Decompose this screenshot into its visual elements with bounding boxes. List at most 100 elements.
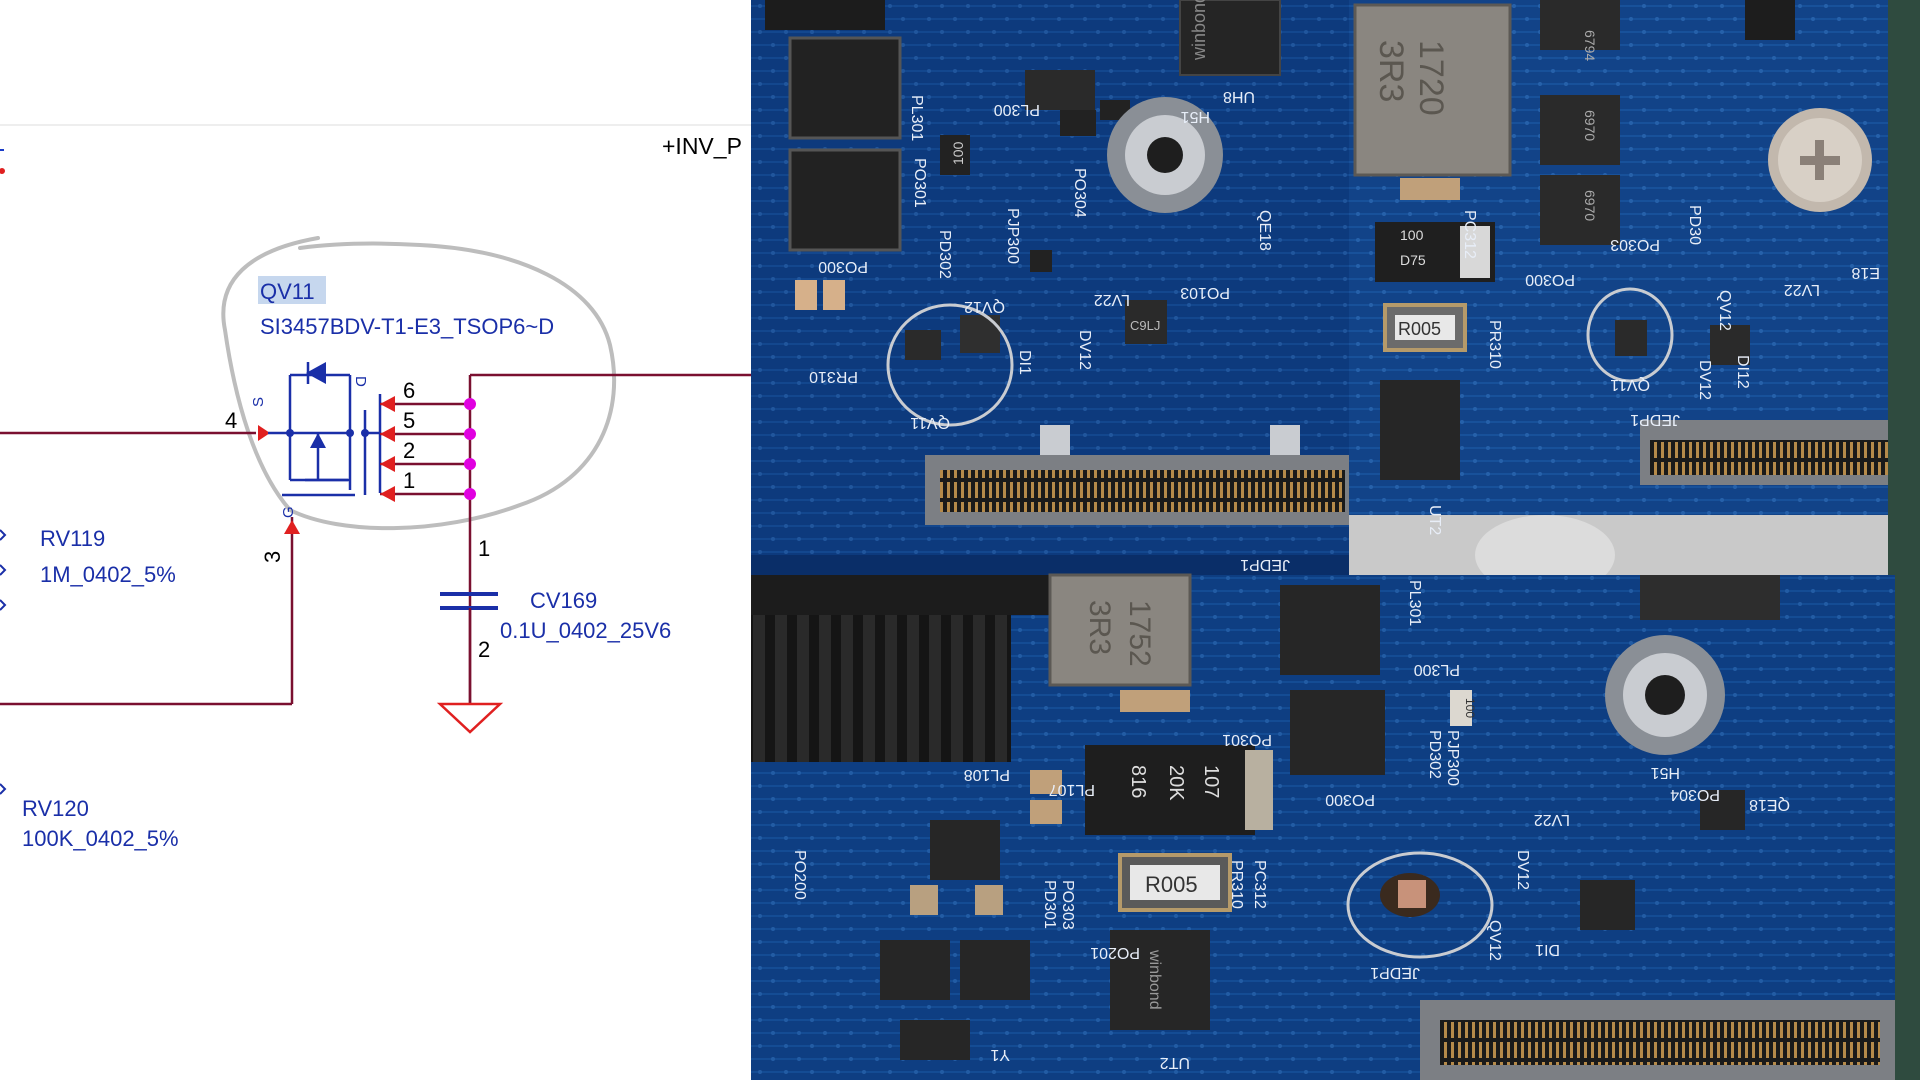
res-107: 107 <box>1200 765 1222 798</box>
res-20k: 20K <box>1165 765 1187 801</box>
winbond-chip-text: winbond <box>1189 0 1209 61</box>
tr-label-po300: PO300 <box>1525 271 1575 288</box>
label-qv11: QV11 <box>910 414 950 431</box>
tr-label-ut2: UT2 <box>1426 505 1443 535</box>
label-pjp300: PJP300 <box>1004 208 1021 264</box>
b-label-pl108: PL108 <box>964 766 1010 783</box>
qv11-photo-circle-2 <box>1586 287 1674 383</box>
resistor-rv119: RV119 1M_0402_5% <box>0 526 176 611</box>
r100-marking: 100 <box>950 141 966 165</box>
schematic-panel: +INV_P QV11 SI3457BDV-T1-E3_TSOP6~D 4 S <box>0 0 751 1080</box>
inductor-marking-a: 3R3 <box>1372 40 1410 102</box>
label-qv12: QV12 <box>964 298 1005 315</box>
qv11-photo-circle <box>886 303 1014 427</box>
b-label-pd302: PD302 <box>1426 730 1443 779</box>
b-label-dv12: DV12 <box>1514 850 1531 890</box>
tr-label-qv11: QV11 <box>1610 376 1650 393</box>
rv119-value: 1M_0402_5% <box>40 562 176 587</box>
inductor-marking-b: 1720 <box>1412 40 1450 116</box>
label-lv22: LV22 <box>1094 291 1130 308</box>
b-label-pc312: PC312 <box>1251 860 1268 909</box>
res-marking-100: 100 <box>1400 227 1424 243</box>
cap-value-label: 0.1U_0402_25V6 <box>500 618 671 643</box>
label-pd302: PD302 <box>936 230 953 279</box>
resistor-rv120: RV120 100K_0402_5% <box>0 783 179 851</box>
cap-ref-label: CV169 <box>530 588 597 613</box>
tr-label-di12: DI12 <box>1734 355 1751 389</box>
pin-d-label: D <box>352 376 369 387</box>
b-label-pd301: PD301 <box>1041 880 1058 929</box>
tr-label-pc312: PC312 <box>1461 210 1478 259</box>
pin-2-label: 2 <box>403 438 415 463</box>
tr-label-lv22: LV22 <box>1784 281 1820 298</box>
tr-label-pd30: PD30 <box>1686 205 1703 245</box>
pin-1-label: 1 <box>403 468 415 493</box>
rv120-value: 100K_0402_5% <box>22 826 179 851</box>
cap-pin-1-label: 1 <box>478 536 490 561</box>
b-label-pl301: PL301 <box>1406 580 1423 626</box>
pin-s-label: S <box>250 397 267 407</box>
label-pr310: PR310 <box>809 368 858 385</box>
tr-label-qv12: QV12 <box>1716 290 1733 331</box>
b-label-jedp1: JEDP1 <box>1370 964 1420 981</box>
chip-marking-6970a: 6970 <box>1582 110 1598 141</box>
pin-5-label: 5 <box>403 408 415 433</box>
b-label-po303: PO303 <box>1059 880 1076 930</box>
b-label-pl107: PL107 <box>1049 781 1095 798</box>
res-816: 816 <box>1127 765 1149 798</box>
tr-label-po303: PO303 <box>1610 236 1660 253</box>
label-po301: PO301 <box>911 158 928 208</box>
b-label-lv22: LV22 <box>1534 811 1570 828</box>
label-dv12: DV12 <box>1076 330 1093 370</box>
b-label-pr310: PR310 <box>1228 860 1245 909</box>
capacitor-cv169: 1 2 CV169 0.1U_0402_25V6 <box>436 536 671 734</box>
b-label-po304: PO304 <box>1670 786 1720 803</box>
burnt-qv11-circle <box>1346 851 1494 959</box>
bottom-inductor-a: 3R3 <box>1083 600 1116 655</box>
tr-label-e18: E18 <box>1851 264 1880 281</box>
b-label-qv12: QV12 <box>1486 920 1503 961</box>
cap-pin-2-label: 2 <box>478 637 490 662</box>
label-uh8: UH8 <box>1223 88 1255 105</box>
chip-marking-6794: 6794 <box>1582 30 1598 61</box>
board-photo-top-right: 3R3 1720 100 D75 R005 6794 6970 6970 <box>1349 0 1920 595</box>
label-qe18: QE18 <box>1256 210 1273 251</box>
rv120-ref: RV120 <box>22 796 89 821</box>
bottom-winbond: winbond <box>1146 949 1163 1010</box>
pin-g-label: G <box>280 506 297 518</box>
label-po304: PO304 <box>1071 168 1088 218</box>
label-pl301: PL301 <box>908 95 925 141</box>
component-part-number: SI3457BDV-T1-E3_TSOP6~D <box>260 314 554 339</box>
board-photo-top-left: winbond 100 C9LJ PL301 PL300 PO300 PO301 <box>751 0 1350 575</box>
b-label-po201: PO201 <box>1090 944 1140 961</box>
pin-3-label: 3 <box>260 551 285 563</box>
b-label-po200: PO200 <box>791 850 808 900</box>
tr-label-jedp1: JEDP1 <box>1630 411 1680 428</box>
bottom-r100: 100 <box>1463 698 1477 718</box>
b-label-di1: DI1 <box>1535 941 1560 958</box>
tr-label-dv12: DV12 <box>1696 360 1713 400</box>
b-label-pl300: PL300 <box>1414 661 1460 678</box>
b-label-y1: Y1 <box>990 1046 1010 1063</box>
net-label-inv-p: +INV_P <box>662 133 742 159</box>
drain-pins: 6 5 2 1 <box>380 373 751 704</box>
label-po300: PO300 <box>818 258 868 275</box>
r005-marking: R005 <box>1398 319 1441 339</box>
label-po103: PO103 <box>1180 284 1230 301</box>
b-label-h51: H51 <box>1651 764 1680 781</box>
tr-label-pr310: PR310 <box>1486 320 1503 369</box>
b-label-po300: PO300 <box>1325 791 1375 808</box>
bottom-r005: R005 <box>1145 872 1198 897</box>
label-di1: DI1 <box>1016 350 1033 375</box>
b-label-po301: PO301 <box>1222 731 1272 748</box>
c9lj-marking: C9LJ <box>1130 318 1160 333</box>
hand-drawn-circle <box>221 236 617 531</box>
board-photo-bottom: 3R3 1752 107 20K 816 R005 winbond 100 <box>751 573 1920 1080</box>
rv119-ref: RV119 <box>40 526 105 551</box>
pin-4-label: 4 <box>225 408 237 433</box>
bottom-inductor-b: 1752 <box>1123 600 1156 667</box>
chip-marking-6970b: 6970 <box>1582 190 1598 221</box>
label-pl300: PL300 <box>994 101 1040 118</box>
b-label-qe18: QE18 <box>1749 796 1790 813</box>
